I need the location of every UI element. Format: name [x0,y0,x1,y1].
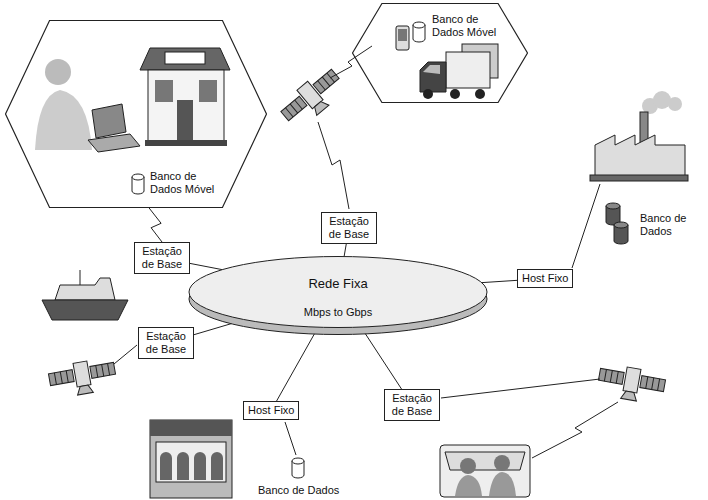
node-label: Banco de Dados Móvel [432,13,504,39]
base-station-box: Estação de Base [138,327,194,359]
node-label: Estação de Base [139,245,185,271]
database-icon [606,203,620,225]
database-label: Banco de Dados [640,212,696,238]
database-icon [413,22,425,42]
node-label: Estação de Base [326,215,372,241]
factory [590,91,688,181]
node-label: Host Fixo [522,272,568,285]
network-link [190,263,222,269]
disk-outline [188,256,488,336]
node-label: Estação de Base [389,392,435,418]
node-label: Host Fixo [248,404,294,417]
network-link [361,327,402,389]
satellite [596,362,667,405]
network-link [482,280,517,282]
car-occupants [440,445,530,497]
building-photo [150,420,232,498]
radio-link [318,122,349,209]
node-label: Estação de Base [143,330,189,356]
network-link [149,208,162,242]
radio-link [330,46,372,78]
pda [396,26,409,50]
hexagon-outline [5,20,267,208]
radio-link [532,402,618,458]
fixed-network-disk: Rede FixaMbps to Gbps [188,256,488,336]
node-label: Rede Fixa [308,276,367,291]
mobile-site-hexagon: Banco de Dados Móvel [5,20,267,208]
trucks [420,44,498,99]
database-icon [292,458,304,478]
database-icon [132,174,144,194]
base-station-box: Estação de Base [384,389,440,421]
ship [42,270,128,320]
fixed-host-box: Host Fixo [243,401,299,420]
link-line [572,184,600,268]
laptop-user [35,59,140,152]
database-icon [614,222,628,244]
link-line [285,422,296,455]
mobile-site-hexagon: Banco de Dados Móvel [352,3,528,103]
satellite [47,356,118,399]
link-line [114,345,137,364]
database-label: Banco de Dados [258,484,339,497]
node-label: Banco de Dados Móvel [150,170,222,196]
base-station-box: Estação de Base [321,212,377,244]
shop-building [140,48,230,146]
link-line [441,379,600,398]
network-link [344,244,346,257]
network-link [277,327,319,401]
fixed-host-box: Host Fixo [517,269,573,288]
base-station-box: Estação de Base [134,242,190,274]
node-label: Mbps to Gbps [304,306,372,319]
satellite [277,65,348,132]
